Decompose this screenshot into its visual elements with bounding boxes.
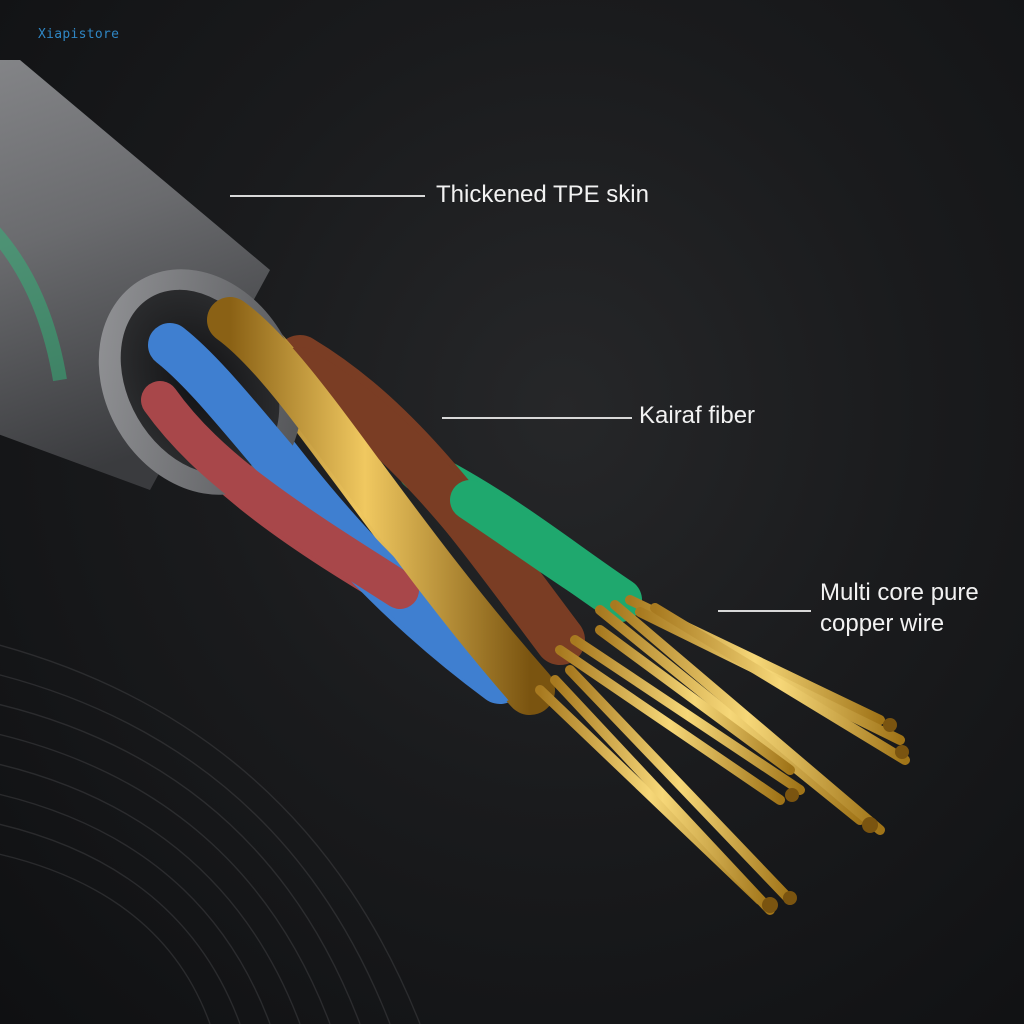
callout-label-copper-line1: Multi core pure	[820, 579, 979, 606]
callout-line-copper	[718, 610, 811, 612]
callout-label-skin: Thickened TPE skin	[436, 181, 649, 208]
background-arcs	[0, 644, 421, 1024]
copper-strands	[535, 595, 910, 915]
watermark: Xiapistore	[38, 27, 120, 42]
callout-line-skin	[230, 195, 425, 197]
callout-label-copper-line2: copper wire	[820, 610, 945, 637]
callout-line-fiber	[442, 417, 632, 419]
callout-label-fiber: Kairaf fiber	[639, 402, 756, 429]
